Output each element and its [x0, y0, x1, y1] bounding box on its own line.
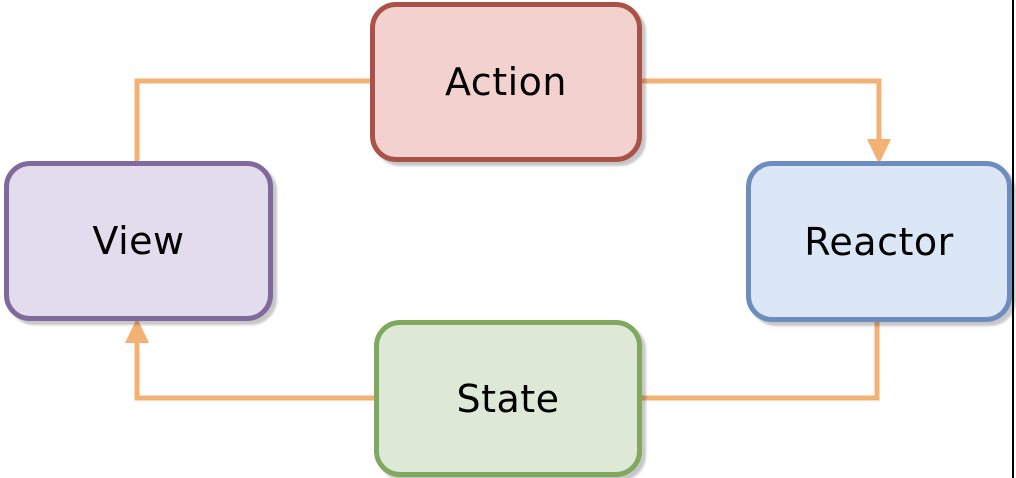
right-edge-crop-artifact: [1012, 0, 1014, 478]
node-reactor: Reactor: [746, 161, 1012, 322]
node-view: View: [4, 161, 273, 321]
node-view-label: View: [92, 219, 185, 263]
node-action-label: Action: [444, 60, 567, 104]
edge-reactor-to-state: [640, 318, 880, 401]
edge-action-to-reactor: [639, 78, 882, 141]
node-state-label: State: [456, 376, 560, 421]
node-action: Action: [370, 2, 642, 162]
arrowhead-into-reactor: [867, 139, 891, 164]
arrowhead-into-view: [125, 318, 149, 343]
node-state: State: [374, 320, 642, 477]
edge-state-to-view: [134, 341, 376, 401]
node-reactor-label: Reactor: [804, 219, 954, 264]
edge-view-to-action: [134, 78, 374, 166]
